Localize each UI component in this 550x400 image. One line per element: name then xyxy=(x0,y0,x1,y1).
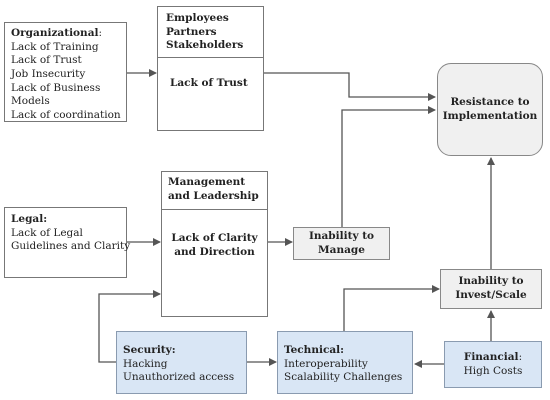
stakeholders-body: Lack of Trust xyxy=(170,77,248,89)
arrow-stakeholders-to-resistance xyxy=(264,72,436,101)
security-title: Security: xyxy=(123,344,176,356)
technical-item-interoperability: Interoperability xyxy=(284,357,368,370)
technical-box: Technical: Interoperability Scalability … xyxy=(277,331,413,394)
inability-manage-line-2: Manage xyxy=(318,243,365,256)
organizational-box: Organizational: Lack of Training Lack of… xyxy=(4,22,127,122)
stakeholders-header-employees: Employees xyxy=(166,12,229,24)
stakeholders-header: Employees Partners Stakeholders xyxy=(158,7,263,58)
resistance-box: Resistance to Implementation xyxy=(437,63,543,156)
org-item-coordination: Lack of coordination xyxy=(11,108,121,121)
financial-item: High Costs xyxy=(463,364,523,377)
resistance-line-1: Resistance to xyxy=(450,95,530,108)
financial-box: Financial: High Costs xyxy=(444,341,542,388)
org-item-trust: Lack of Trust xyxy=(11,54,82,67)
stakeholders-header-partners: Partners xyxy=(166,25,217,38)
financial-title-suffix: : xyxy=(518,350,523,363)
management-header-line-1: Management xyxy=(168,176,246,188)
arrow-security-to-management xyxy=(98,290,161,363)
legal-item-1: Lack of Legal xyxy=(11,226,83,239)
security-box: Security: Hacking Unauthorized access xyxy=(116,331,247,394)
inability-manage-line-1: Inability to xyxy=(308,229,375,242)
stakeholders-header-stakeholders: Stakeholders xyxy=(166,39,244,52)
legal-title: Legal: xyxy=(11,213,48,225)
inability-manage-box: Inability to Manage xyxy=(293,227,390,260)
management-header: Management and Leadership xyxy=(162,172,267,210)
arrow-manage-to-resistance xyxy=(341,106,436,227)
stakeholders-box: Employees Partners Stakeholders Lack of … xyxy=(157,6,264,131)
organizational-title-suffix: : xyxy=(98,27,103,39)
management-body-line-1: Lack of Clarity xyxy=(171,232,258,244)
inability-invest-line-1: Inability to xyxy=(458,275,524,288)
security-item-unauthorized: Unauthorized access xyxy=(123,371,235,384)
org-item-training: Lack of Training xyxy=(11,40,99,53)
technical-title: Technical: xyxy=(284,344,345,356)
financial-title: Financial xyxy=(463,350,519,363)
arrow-technical-to-invest xyxy=(343,285,440,331)
org-item-business: Lack of Business xyxy=(11,81,101,94)
security-item-hacking: Hacking xyxy=(123,357,168,370)
management-body-line-2: and Direction xyxy=(174,245,255,258)
management-body: Lack of Clarity and Direction xyxy=(162,232,267,259)
inability-invest-box: Inability to Invest/Scale xyxy=(440,269,542,309)
org-item-models: Models xyxy=(11,95,50,108)
technical-item-scalability: Scalability Challenges xyxy=(284,371,403,384)
management-box: Management and Leadership Lack of Clarit… xyxy=(161,171,268,317)
organizational-title: Organizational xyxy=(11,27,99,39)
legal-item-2: Guidelines and Clarity xyxy=(11,240,131,253)
management-header-line-2: and Leadership xyxy=(168,189,259,202)
org-item-job-insecurity: Job Insecurity xyxy=(11,67,86,80)
inability-invest-line-2: Invest/Scale xyxy=(455,289,527,301)
resistance-line-2: Implementation xyxy=(442,109,538,122)
legal-box: Legal: Lack of Legal Guidelines and Clar… xyxy=(4,207,131,278)
